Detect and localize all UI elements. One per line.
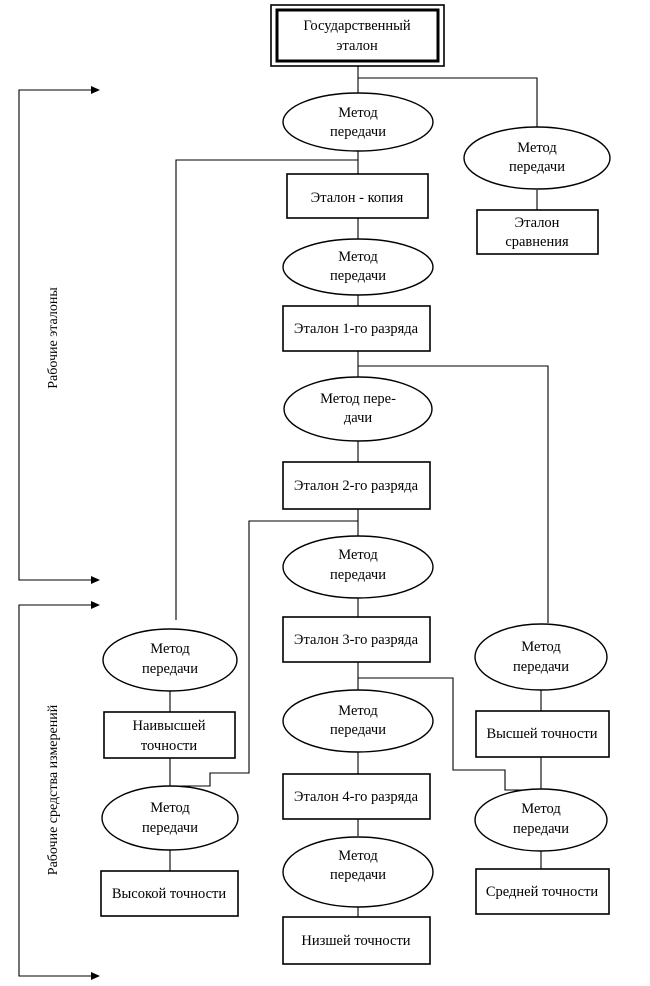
node-line: Высшей точности [486, 726, 597, 742]
svg-text:Эталон 2-го разряда: Эталон 2-го разряда [294, 478, 419, 494]
method-node: Метод передачи [474, 623, 608, 691]
method-node: Метод передачи [282, 238, 434, 296]
node-line: передачи [330, 268, 386, 284]
node-line: Метод [521, 801, 561, 817]
node-line: Эталон 2-го разряда [294, 478, 419, 494]
node-line: Метод [338, 848, 378, 864]
connector [358, 677, 526, 791]
node-line: Метод [338, 547, 378, 563]
node-line: Низшей точности [301, 933, 410, 949]
arrow-right-icon [91, 576, 100, 584]
node-line: Метод [338, 703, 378, 719]
node-line: Эталон [515, 215, 560, 231]
node-line: сравнения [505, 234, 569, 250]
node-line: Эталон - копия [311, 190, 404, 206]
node-line: передачи [330, 124, 386, 140]
node-line: Метод [150, 800, 190, 816]
standard-rank-4-box: Эталон 4-го разряда [282, 773, 431, 820]
state-standard-box: Государственный эталон [270, 4, 445, 67]
svg-text:Средней точности: Средней точности [486, 884, 599, 900]
node-line: Метод [150, 641, 190, 657]
node-line: Метод [517, 140, 557, 156]
node-line: передачи [509, 159, 565, 175]
higher-accuracy-box: Высшей точности [475, 710, 610, 758]
method-node: Метод передачи [474, 788, 608, 852]
svg-text:Эталон - копия: Эталон - копия [311, 190, 404, 206]
arrow-right-icon [91, 972, 100, 980]
connector [358, 77, 538, 127]
node-line: Метод [521, 639, 561, 655]
method-node: Метод передачи [282, 92, 434, 152]
method-node: Метод передачи [102, 628, 238, 692]
svg-text:Высшей точности: Высшей точности [486, 726, 597, 742]
svg-text:Высокой точности: Высокой точности [112, 886, 226, 902]
svg-text:Метод пере-дачи: Метод пере-дачи [320, 391, 396, 426]
node-line: передачи [142, 820, 198, 836]
node-line: Метод [338, 249, 378, 265]
svg-text:Низшей точности: Низшей точности [301, 933, 410, 949]
standard-rank-3-box: Эталон 3-го разряда [282, 616, 431, 663]
working-instruments-label: Рабочие средства измерений [46, 704, 61, 875]
node-line: Наивысшей [132, 718, 205, 734]
method-node: Метод передачи [101, 785, 239, 851]
method-node: Метод передачи [463, 126, 611, 190]
standard-rank-1-box: Эталон 1-го разряда [282, 305, 431, 352]
working-standards-label: Рабочие эталоны [46, 287, 61, 389]
method-node: Метод пере-дачи [283, 376, 433, 442]
connector [175, 159, 358, 620]
node-line: передачи [513, 821, 569, 837]
lowest-accuracy-box: Низшей точности [282, 916, 431, 965]
node-line: Метод пере- [320, 391, 396, 407]
high-accuracy-box: Высокой точности [100, 870, 239, 917]
node-line: Государственный [303, 18, 411, 34]
node-line: Высокой точности [112, 886, 226, 902]
node-line: передачи [142, 661, 198, 677]
method-node: Метод передачи [282, 836, 434, 908]
svg-text:Эталон 1-го разряда: Эталон 1-го разряда [294, 321, 419, 337]
node-line: дачи [344, 410, 373, 426]
working-standards-bracket: Рабочие эталоны [18, 86, 100, 584]
standard-copy-box: Эталон - копия [286, 173, 429, 219]
connector [358, 365, 549, 623]
node-line: Эталон 4-го разряда [294, 789, 419, 805]
standard-rank-2-box: Эталон 2-го разряда [282, 461, 431, 510]
method-node: Метод передачи [282, 689, 434, 753]
node-line: Метод [338, 105, 378, 121]
node-line: передачи [330, 722, 386, 738]
arrow-right-icon [91, 601, 100, 609]
node-line: Эталон 1-го разряда [294, 321, 419, 337]
connectors [169, 66, 549, 917]
svg-text:Эталон 4-го разряда: Эталон 4-го разряда [294, 789, 419, 805]
svg-text:Эталон 3-го разряда: Эталон 3-го разряда [294, 632, 419, 648]
node-line: Средней точности [486, 884, 599, 900]
medium-accuracy-box: Средней точности [475, 868, 610, 915]
node-line: Эталон 3-го разряда [294, 632, 419, 648]
node-line: передачи [513, 659, 569, 675]
method-node: Метод передачи [282, 535, 434, 599]
comparison-standard-box: Эталон сравнения [476, 209, 599, 255]
highest-accuracy-box: Наивысшей точности [103, 711, 236, 759]
node-line: передачи [330, 867, 386, 883]
connector [170, 520, 358, 787]
node-line: эталон [336, 38, 378, 54]
working-instruments-bracket: Рабочие средства измерений [18, 601, 100, 980]
node-line: передачи [330, 567, 386, 583]
node-line: точности [141, 738, 197, 754]
arrow-right-icon [91, 86, 100, 94]
